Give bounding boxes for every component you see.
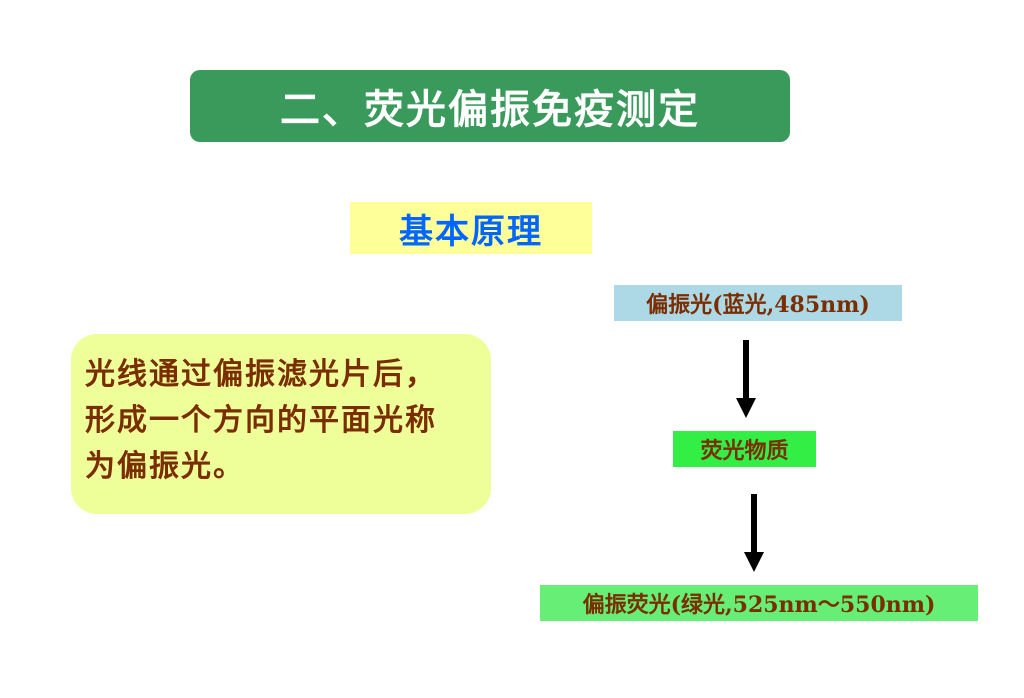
flow-step-fluorescent-substance: 荧光物质 bbox=[673, 431, 816, 467]
definition-line-2: 形成一个方向的平面光称 bbox=[85, 403, 437, 438]
flow-step-polarized-fluorescence: 偏振荧光(绿光,525nm～550nm) bbox=[540, 585, 978, 621]
definition-line-1: 光线通过偏振滤光片后， bbox=[85, 357, 437, 392]
section-subtitle: 基本原理 bbox=[350, 202, 592, 254]
definition-line-3: 为偏振光。 bbox=[85, 449, 245, 484]
flow-step-polarized-light: 偏振光(蓝光,485nm) bbox=[614, 285, 902, 321]
arrow-down-icon bbox=[744, 494, 764, 572]
arrow-down-icon bbox=[736, 340, 756, 418]
slide-title: 二、荧光偏振免疫测定 bbox=[190, 70, 790, 142]
definition-box: 光线通过偏振滤光片后， 形成一个方向的平面光称 为偏振光。 bbox=[71, 334, 491, 514]
